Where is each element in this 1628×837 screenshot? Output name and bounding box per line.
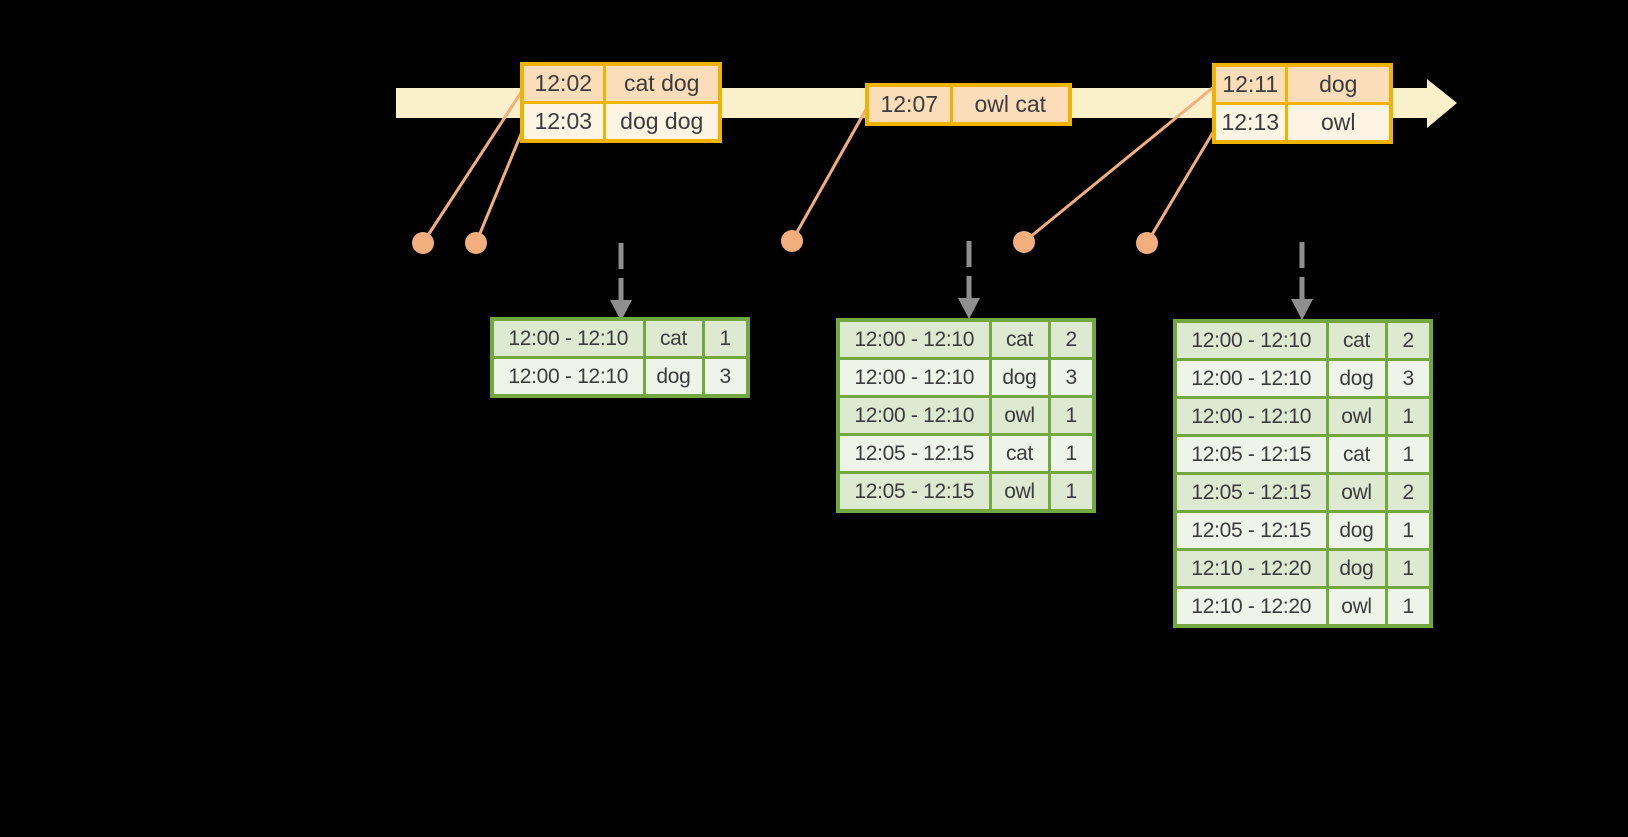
emit-arrow-lines <box>618 241 1305 301</box>
result-table-row: 12:00 - 12:10 cat 2 <box>1173 319 1433 361</box>
word-cell: owl <box>988 395 1051 436</box>
window-range-cell: 12:05 - 12:15 <box>836 433 992 474</box>
event-table-3: 12:11 dog 12:13 owl <box>1212 63 1393 144</box>
window-range-cell: 12:10 - 12:20 <box>1173 548 1329 589</box>
word-cell: cat <box>1325 319 1388 361</box>
window-range-cell: 12:10 - 12:20 <box>1173 586 1329 628</box>
window-range-cell: 12:05 - 12:15 <box>836 471 992 513</box>
event-words-cell: cat dog <box>602 62 722 104</box>
result-table-row: 12:10 - 12:20 owl 1 <box>1173 586 1433 628</box>
event-time-cell: 12:02 <box>520 62 606 104</box>
result-table-row: 12:00 - 12:10 cat 2 <box>836 318 1096 360</box>
event-connector-line <box>1023 84 1216 244</box>
event-connector-line <box>790 105 870 242</box>
result-table-row: 12:00 - 12:10 owl 1 <box>1173 396 1433 437</box>
count-cell: 1 <box>1384 510 1433 551</box>
event-connector-lines <box>421 84 1217 244</box>
count-cell: 3 <box>1047 357 1096 398</box>
count-cell: 1 <box>1384 586 1433 628</box>
window-range-cell: 12:05 - 12:15 <box>1173 510 1329 551</box>
count-cell: 3 <box>1384 358 1433 399</box>
event-table-row: 12:13 owl <box>1212 102 1393 144</box>
result-table-2: 12:00 - 12:10 cat 2 12:00 - 12:10 dog 3 … <box>836 318 1096 513</box>
window-range-cell: 12:00 - 12:10 <box>490 356 646 398</box>
event-time-cell: 12:03 <box>520 101 606 143</box>
emit-arrow-head-icon <box>958 298 980 319</box>
word-cell: owl <box>1325 396 1388 437</box>
event-marker-dot <box>781 230 803 252</box>
count-cell: 1 <box>1047 395 1096 436</box>
event-table-row: 12:03 dog dog <box>520 101 722 143</box>
event-table-row: 12:02 cat dog <box>520 62 722 104</box>
event-marker-dots <box>412 230 1158 254</box>
count-cell: 2 <box>1384 319 1433 361</box>
count-cell: 3 <box>701 356 750 398</box>
event-marker-dot <box>465 232 487 254</box>
emit-arrow-heads <box>610 298 1313 321</box>
result-table-row: 12:00 - 12:10 cat 1 <box>490 317 750 359</box>
event-time-cell: 12:07 <box>865 83 953 126</box>
word-cell: dog <box>1325 358 1388 399</box>
event-marker-dot <box>1136 232 1158 254</box>
word-cell: dog <box>988 357 1051 398</box>
window-range-cell: 12:00 - 12:10 <box>1173 319 1329 361</box>
window-range-cell: 12:05 - 12:15 <box>1173 434 1329 475</box>
result-table-3: 12:00 - 12:10 cat 2 12:00 - 12:10 dog 3 … <box>1173 319 1433 628</box>
result-table-row: 12:00 - 12:10 dog 3 <box>836 357 1096 398</box>
event-table-2: 12:07 owl cat <box>865 83 1072 126</box>
window-range-cell: 12:00 - 12:10 <box>490 317 646 359</box>
event-words-cell: owl cat <box>949 83 1072 126</box>
event-words-cell: dog dog <box>602 101 722 143</box>
count-cell: 1 <box>1384 434 1433 475</box>
word-cell: cat <box>1325 434 1388 475</box>
count-cell: 1 <box>1047 471 1096 513</box>
count-cell: 1 <box>1384 548 1433 589</box>
window-range-cell: 12:00 - 12:10 <box>836 357 992 398</box>
window-range-cell: 12:00 - 12:10 <box>1173 396 1329 437</box>
word-cell: cat <box>988 318 1051 360</box>
window-range-cell: 12:00 - 12:10 <box>836 318 992 360</box>
count-cell: 1 <box>701 317 750 359</box>
result-table-row: 12:00 - 12:10 dog 3 <box>490 356 750 398</box>
window-range-cell: 12:00 - 12:10 <box>836 395 992 436</box>
timeline-arrowhead-icon <box>1427 79 1457 128</box>
word-cell: dog <box>1325 548 1388 589</box>
count-cell: 1 <box>1384 396 1433 437</box>
event-table-row: 12:11 dog <box>1212 63 1393 105</box>
event-connector-line <box>421 87 526 244</box>
event-marker-dot <box>412 232 434 254</box>
result-table-row: 12:00 - 12:10 owl 1 <box>836 395 1096 436</box>
word-cell: dog <box>1325 510 1388 551</box>
result-table-row: 12:10 - 12:20 dog 1 <box>1173 548 1433 589</box>
event-marker-dot <box>1013 231 1035 253</box>
event-connector-line <box>474 126 526 244</box>
word-cell: owl <box>1325 472 1388 513</box>
event-table-row: 12:07 owl cat <box>865 83 1072 126</box>
word-cell: owl <box>1325 586 1388 628</box>
result-table-row: 12:05 - 12:15 dog 1 <box>1173 510 1433 551</box>
count-cell: 2 <box>1384 472 1433 513</box>
event-table-1: 12:02 cat dog 12:03 dog dog <box>520 62 722 143</box>
word-cell: owl <box>988 471 1051 513</box>
count-cell: 2 <box>1047 318 1096 360</box>
event-words-cell: owl <box>1284 102 1393 144</box>
result-table-row: 12:05 - 12:15 owl 2 <box>1173 472 1433 513</box>
emit-arrow-head-icon <box>1291 299 1313 320</box>
count-cell: 1 <box>1047 433 1096 474</box>
result-table-1: 12:00 - 12:10 cat 1 12:00 - 12:10 dog 3 <box>490 317 750 398</box>
result-table-row: 12:05 - 12:15 cat 1 <box>1173 434 1433 475</box>
event-time-cell: 12:11 <box>1212 63 1288 105</box>
word-cell: cat <box>642 317 705 359</box>
result-table-row: 12:05 - 12:15 owl 1 <box>836 471 1096 513</box>
emit-arrow-head-icon <box>610 300 632 321</box>
word-cell: cat <box>988 433 1051 474</box>
word-cell: dog <box>642 356 705 398</box>
window-range-cell: 12:00 - 12:10 <box>1173 358 1329 399</box>
window-range-cell: 12:05 - 12:15 <box>1173 472 1329 513</box>
event-words-cell: dog <box>1284 63 1393 105</box>
event-time-cell: 12:13 <box>1212 102 1288 144</box>
result-table-row: 12:05 - 12:15 cat 1 <box>836 433 1096 474</box>
event-connector-line <box>1145 128 1217 244</box>
result-table-row: 12:00 - 12:10 dog 3 <box>1173 358 1433 399</box>
